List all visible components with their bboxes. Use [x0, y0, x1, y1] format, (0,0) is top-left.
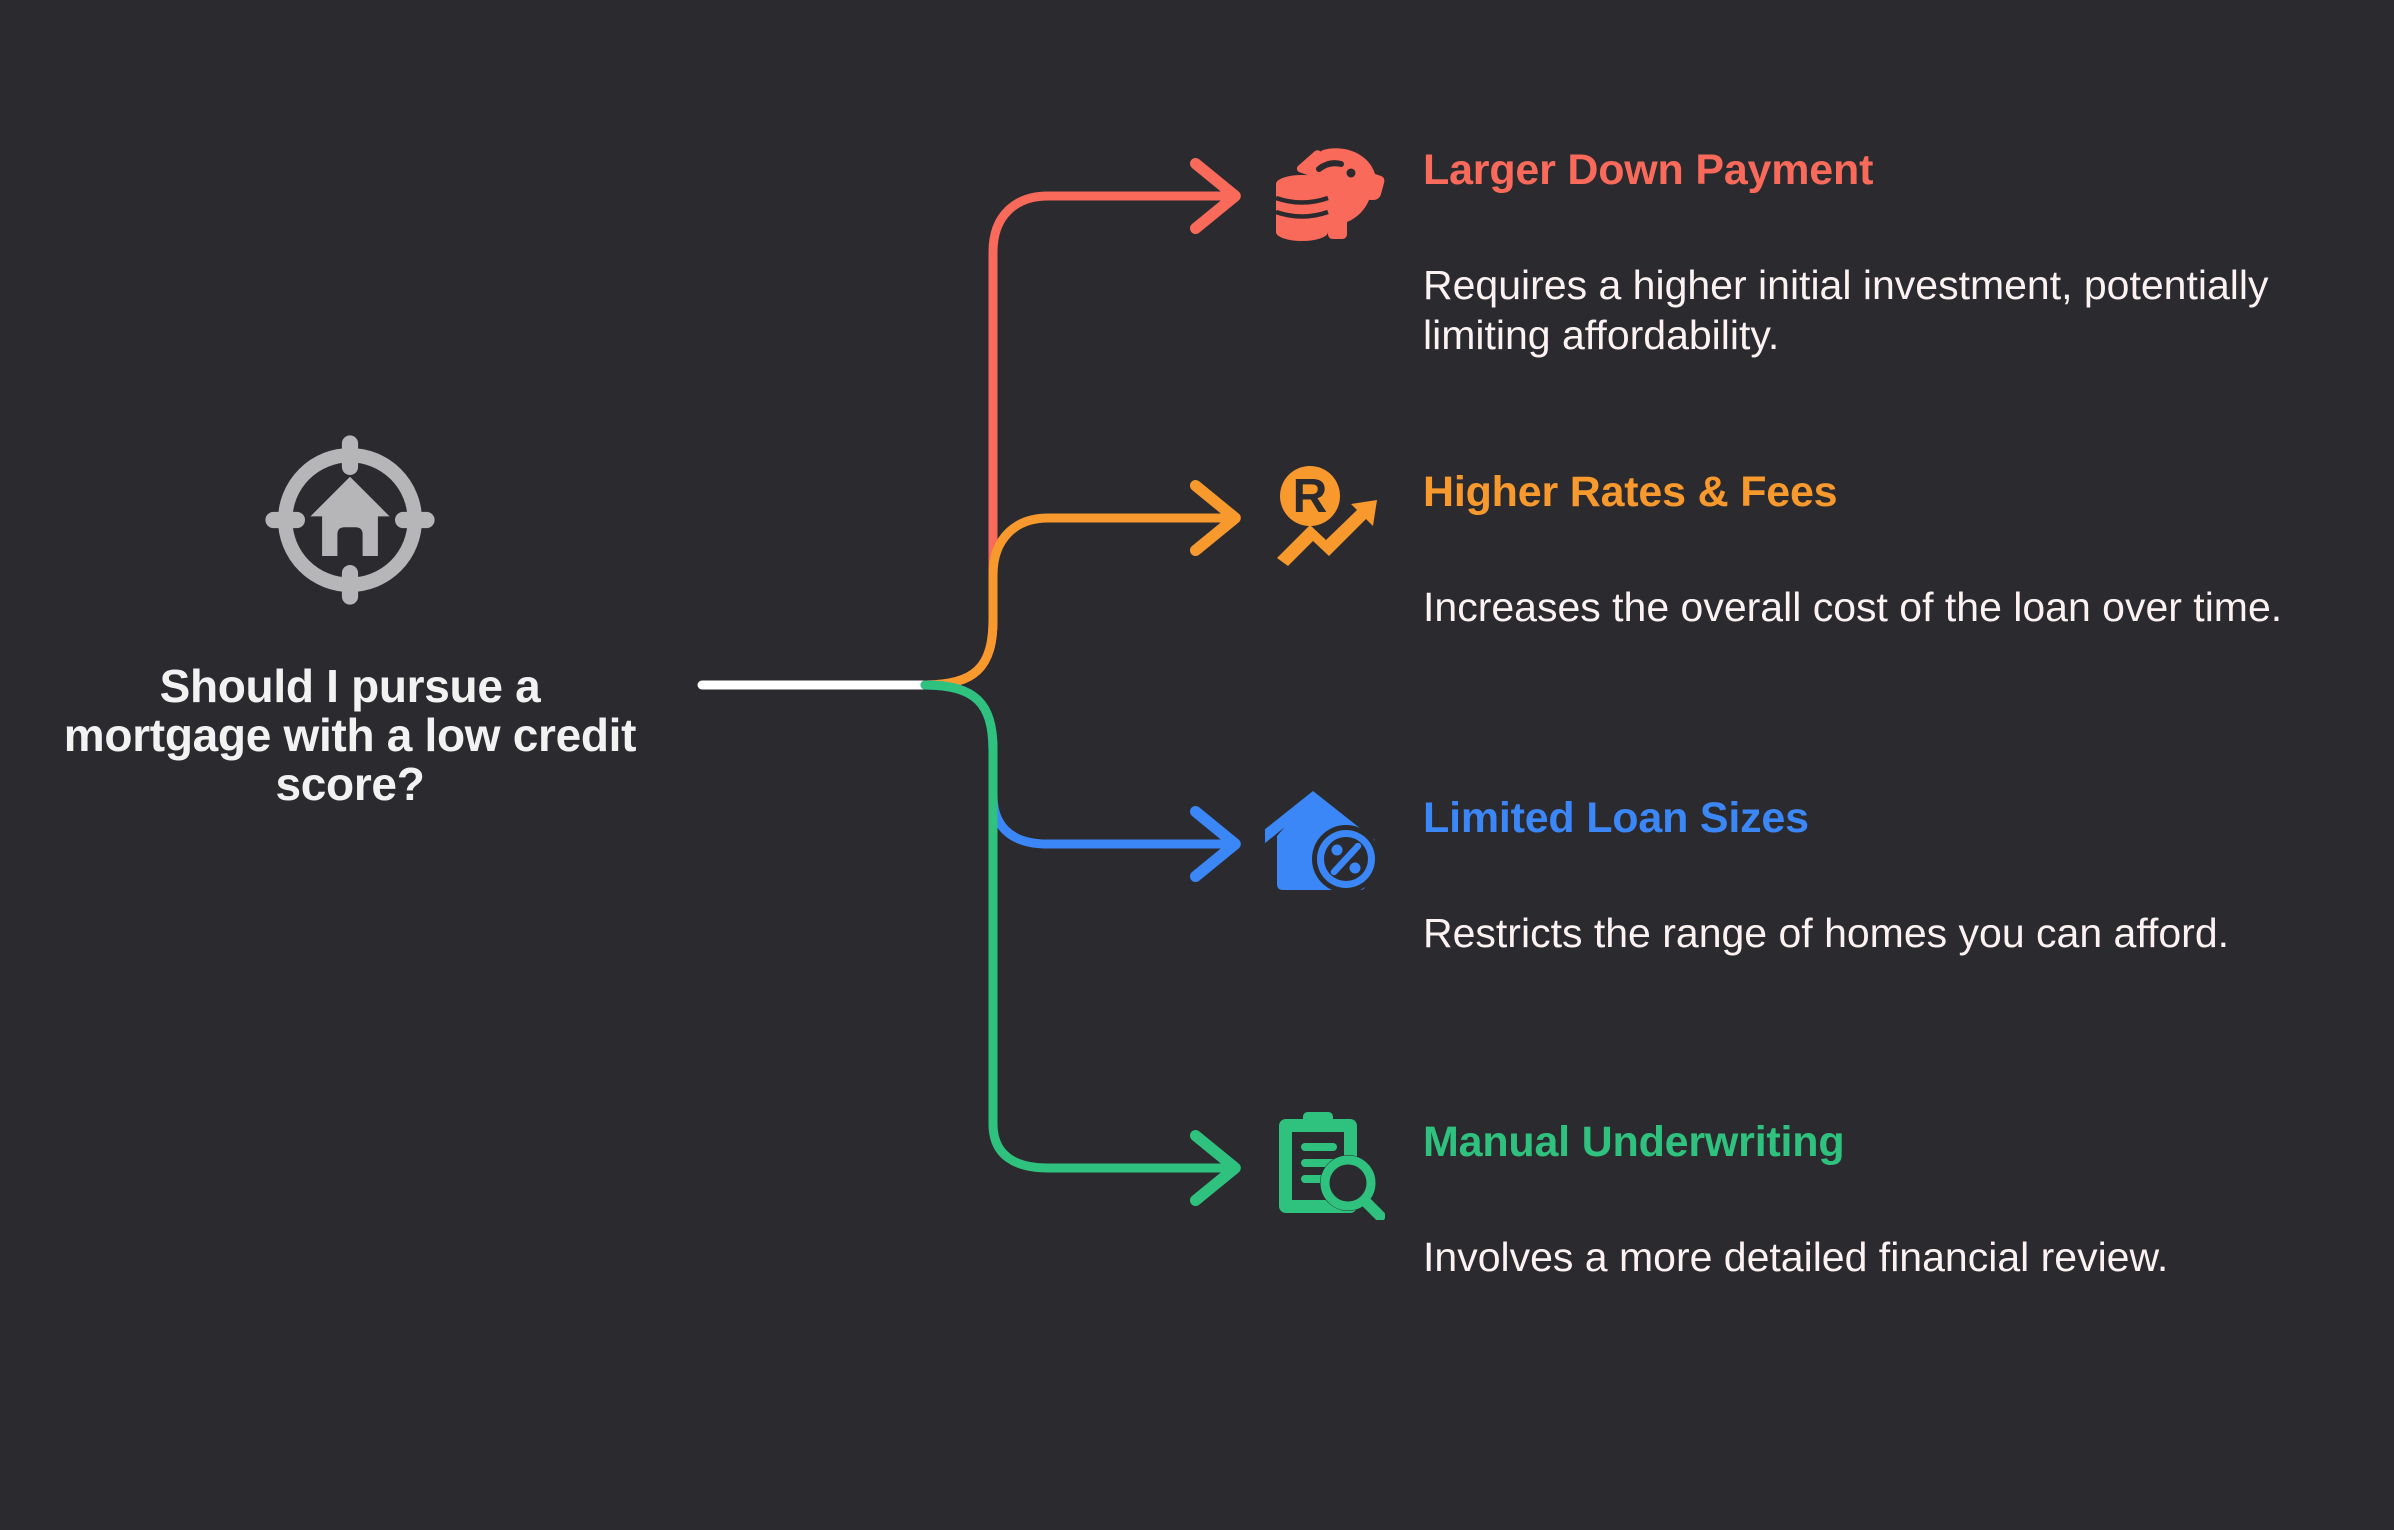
connector-manual-underwriting [920, 680, 1228, 1168]
connector-larger-down-payment [920, 196, 1228, 690]
branch-title: Limited Loan Sizes [1423, 794, 1809, 842]
svg-text:R: R [1293, 470, 1328, 523]
branch-description: Involves a more detailed financial revie… [1423, 1234, 2169, 1280]
branch-title: Larger Down Payment [1423, 146, 1874, 194]
piggy-bank-coins-icon [1275, 148, 1385, 241]
target-house-icon [265, 435, 435, 605]
center-node: Should I pursue a mortgage with a low cr… [40, 430, 660, 808]
branch-description: Requires a higher initial investment, po… [1423, 262, 2269, 359]
house-percent-icon [1265, 791, 1380, 893]
branch-description: Restricts the range of homes you can aff… [1423, 910, 2230, 956]
rate-circle-arrow-up-icon: R [1277, 466, 1377, 566]
branch-description: Increases the overall cost of the loan o… [1423, 584, 2283, 630]
branch-title: Higher Rates & Fees [1423, 468, 1838, 516]
connector-higher-rates-fees [920, 518, 1228, 690]
connector-limited-loan-sizes [920, 680, 1228, 844]
center-question: Should I pursue a mortgage with a low cr… [63, 660, 637, 810]
branch-title: Manual Underwriting [1423, 1118, 1845, 1166]
clipboard-search-icon [1279, 1112, 1385, 1220]
